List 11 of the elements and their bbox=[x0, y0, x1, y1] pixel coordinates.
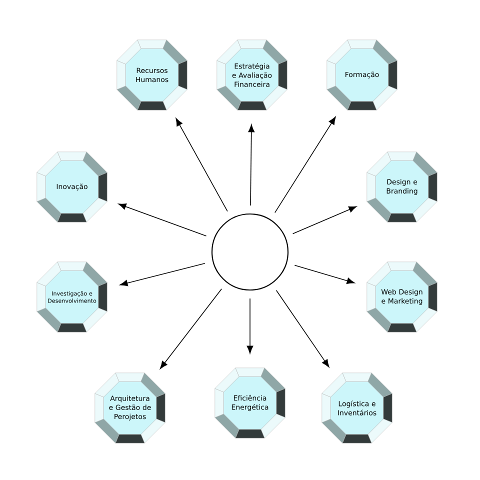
arrow bbox=[292, 206, 357, 234]
arrow bbox=[118, 203, 207, 236]
arrow bbox=[294, 264, 355, 284]
arrow bbox=[276, 290, 330, 368]
arrow bbox=[160, 288, 222, 369]
arrow bbox=[248, 124, 255, 206]
hub-circle bbox=[211, 213, 289, 291]
arrow bbox=[120, 263, 206, 286]
arrow bbox=[274, 116, 336, 214]
arrow bbox=[246, 298, 254, 354]
arrow bbox=[176, 118, 228, 212]
